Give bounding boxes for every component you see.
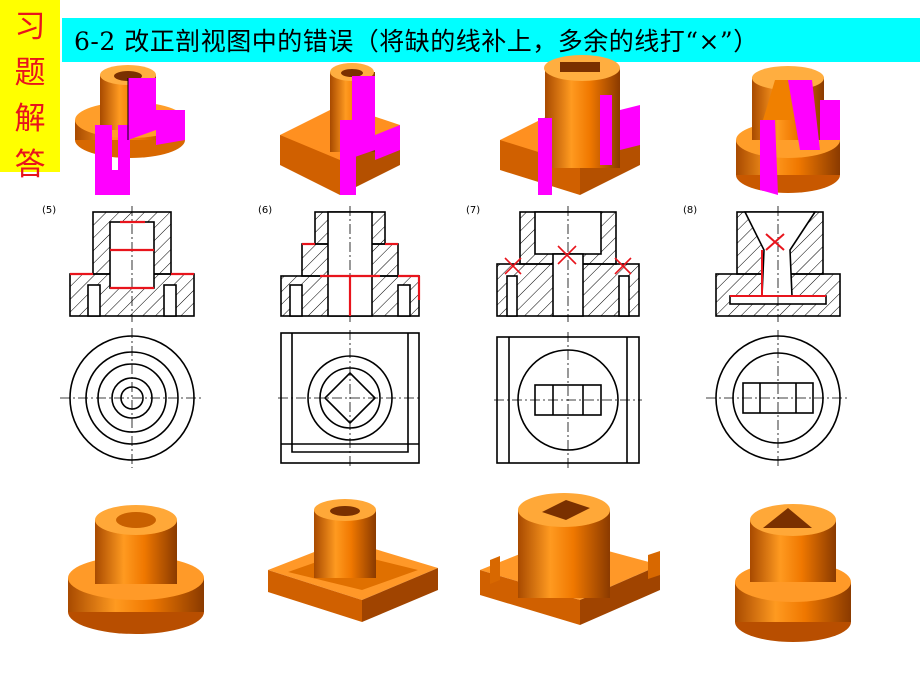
title-bar: 6-2 改正剖视图中的错误（将缺的线补上，多余的线打“×”）: [62, 18, 920, 62]
correction-lines-8: [730, 233, 826, 297]
section-model-7: [500, 55, 640, 195]
side-tab-char-3: 解: [14, 101, 46, 137]
section-model-8: [736, 66, 840, 195]
side-tab-char-4: 答: [14, 147, 46, 183]
side-tab-char-1: 习: [14, 9, 46, 45]
panel-label-5: (5): [42, 205, 57, 216]
top-view-6: [278, 330, 422, 466]
correction-marks-7: [504, 245, 632, 275]
panel-label-8: (8): [683, 205, 698, 216]
panel-label-6: (6): [258, 205, 273, 216]
panel-label-7: (7): [466, 205, 481, 216]
section-view-5: [69, 206, 195, 322]
side-tab-char-2: 题: [14, 55, 46, 91]
side-tab: 习 题 解 答: [0, 0, 60, 183]
correction-lines-6: [302, 242, 421, 316]
section-model-5: [75, 65, 185, 195]
solid-model-7: [480, 493, 660, 625]
section-view-8: [715, 206, 841, 322]
top-view-7: [494, 332, 642, 468]
page-title: 6-2 改正剖视图中的错误（将缺的线补上，多余的线打“×”）: [74, 27, 759, 56]
section-view-7: [496, 206, 640, 322]
solid-model-8: [735, 504, 851, 642]
solid-model-5: [68, 505, 204, 634]
correction-lines-5: [70, 220, 194, 290]
top-view-8: [706, 330, 850, 466]
top-view-5: [60, 328, 204, 468]
section-model-6: [280, 63, 400, 195]
solid-model-6: [268, 499, 438, 622]
